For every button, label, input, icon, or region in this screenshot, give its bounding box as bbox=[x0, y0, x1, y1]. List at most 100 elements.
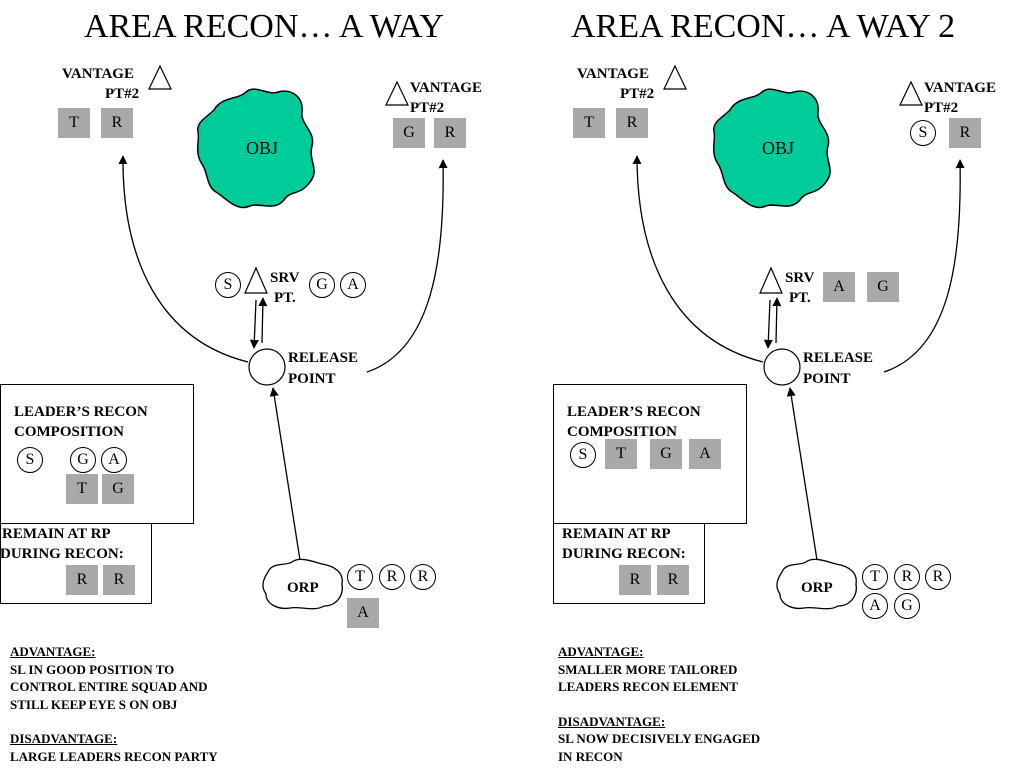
right-orp-element: R bbox=[925, 564, 951, 590]
right-orp-element: T bbox=[862, 564, 888, 590]
left-release-label-1: RELEASE bbox=[288, 350, 359, 366]
right-vantage-b-label-2: PT#2 bbox=[924, 100, 959, 116]
right-advantage-line: LEADERS RECON ELEMENT bbox=[558, 679, 738, 694]
left-orp-label: ORP bbox=[287, 580, 319, 596]
left-leaders-element: A bbox=[101, 447, 127, 473]
right-leaders-element: S bbox=[570, 442, 596, 468]
right-leaders-element: T bbox=[605, 439, 637, 469]
route-orp-to-rp-left bbox=[269, 387, 301, 561]
route-from-srv-right bbox=[772, 297, 782, 344]
release-point-right bbox=[763, 348, 801, 386]
right-orp-element: G bbox=[894, 593, 920, 619]
left-vantage-a-label-2: PT#2 bbox=[105, 86, 140, 102]
left-srv-element: S bbox=[215, 272, 241, 298]
left-notes: ADVANTAGE: SL IN GOOD POSITION TO CONTRO… bbox=[10, 643, 218, 765]
left-srv-label-2: PT. bbox=[274, 290, 296, 306]
left-remain-element: R bbox=[66, 565, 98, 595]
right-title: AREA RECON… A WAY 2 bbox=[571, 8, 956, 45]
right-remain-label-1: REMAIN AT RP bbox=[562, 526, 671, 542]
left-vantage-a-label-1: VANTAGE bbox=[62, 66, 134, 82]
left-leaders-element: G bbox=[102, 474, 134, 504]
right-notes: ADVANTAGE: SMALLER MORE TAILORED LEADERS… bbox=[558, 643, 760, 765]
left-vantage-a-element: R bbox=[101, 108, 133, 138]
left-advantage-line: SL IN GOOD POSITION TO bbox=[10, 661, 175, 677]
right-release-label-1: RELEASE bbox=[803, 350, 874, 366]
left-leaders-label-2: COMPOSITION bbox=[14, 424, 125, 440]
right-vantage-a-label-1: VANTAGE bbox=[577, 66, 649, 82]
right-advantage-heading: ADVANTAGE: bbox=[558, 644, 644, 659]
route-orp-to-rp-right bbox=[786, 387, 818, 561]
srv-triangle-right bbox=[759, 266, 783, 294]
left-advantage-line: STILL KEEP EYE S ON OBJ bbox=[10, 696, 178, 712]
right-panel-graphics bbox=[632, 64, 965, 610]
right-remain-label-2: DURING RECON: bbox=[562, 546, 686, 562]
objective-blob-left bbox=[196, 88, 315, 209]
right-leaders-label-2: COMPOSITION bbox=[567, 424, 678, 440]
route-to-srv-right bbox=[763, 299, 773, 349]
right-vantage-b-element: R bbox=[949, 118, 981, 148]
route-to-vantage-right-a bbox=[632, 155, 764, 363]
left-orp-element: R bbox=[410, 564, 436, 590]
right-remain-element: R bbox=[657, 565, 689, 595]
left-remain-element: R bbox=[103, 565, 135, 595]
left-vantage-a-element: T bbox=[58, 108, 90, 138]
route-to-vantage-left-a bbox=[118, 155, 249, 363]
right-release-label-2: POINT bbox=[803, 371, 851, 387]
route-to-srv-left bbox=[249, 299, 259, 349]
right-leaders-label-1: LEADER’S RECON bbox=[567, 404, 701, 420]
left-orp-element: T bbox=[347, 564, 373, 590]
route-to-vantage-right-b bbox=[883, 159, 965, 373]
left-leaders-element: S bbox=[17, 447, 43, 473]
left-srv-element: G bbox=[309, 272, 335, 298]
vantage-triangle-left-b bbox=[385, 80, 409, 106]
right-objective-label: OBJ bbox=[762, 138, 795, 158]
left-disadvantage-line: LARGE LEADERS RECON PARTY bbox=[10, 748, 218, 764]
right-vantage-a-label-2: PT#2 bbox=[620, 86, 655, 102]
left-vantage-b-label-2: PT#2 bbox=[410, 100, 445, 116]
left-leaders-element: G bbox=[70, 447, 96, 473]
left-orp-element: A bbox=[347, 598, 379, 628]
right-leaders-element: G bbox=[650, 439, 682, 469]
right-advantage-line: SMALLER MORE TAILORED bbox=[558, 661, 738, 677]
left-srv-element: A bbox=[340, 272, 366, 298]
vantage-triangle-right-b bbox=[899, 80, 923, 106]
left-leaders-element: T bbox=[66, 474, 98, 504]
left-remain-label-1: REMAIN AT RP bbox=[2, 526, 111, 542]
right-vantage-a-element: R bbox=[616, 108, 648, 138]
right-disadvantage-line: IN RECON bbox=[558, 748, 623, 764]
left-disadvantage-heading: DISADVANTAGE: bbox=[10, 731, 118, 746]
route-from-srv-left bbox=[258, 297, 268, 344]
orp-shape-right bbox=[776, 558, 857, 610]
left-leaders-label-1: LEADER’S RECON bbox=[14, 404, 148, 420]
left-panel-graphics bbox=[118, 64, 448, 610]
left-advantage-heading: ADVANTAGE: bbox=[10, 644, 96, 659]
objective-blob-right bbox=[712, 88, 831, 209]
right-orp-element: A bbox=[862, 593, 888, 619]
right-orp-element: R bbox=[894, 564, 920, 590]
left-srv-label-1: SRV bbox=[270, 270, 300, 286]
right-disadvantage-heading: DISADVANTAGE: bbox=[558, 713, 666, 729]
right-srv-label-1: SRV bbox=[785, 270, 815, 286]
left-remain-label-2: DURING RECON: bbox=[0, 546, 124, 562]
right-vantage-b-label-1: VANTAGE bbox=[924, 80, 996, 96]
release-point-left bbox=[248, 348, 286, 386]
right-vantage-b-element: S bbox=[910, 120, 936, 146]
left-orp-element: R bbox=[379, 564, 405, 590]
right-srv-label-2: PT. bbox=[789, 290, 811, 306]
vantage-triangle-left-a bbox=[148, 64, 172, 90]
left-advantage-line: CONTROL ENTIRE SQUAD AND bbox=[10, 679, 208, 694]
right-srv-element: A bbox=[823, 272, 855, 302]
right-leaders-element: A bbox=[689, 439, 721, 469]
left-vantage-b-element: G bbox=[393, 118, 425, 148]
right-disadvantage-line: SL NOW DECISIVELY ENGAGED bbox=[558, 731, 761, 746]
right-orp-label: ORP bbox=[801, 580, 833, 596]
left-release-label-2: POINT bbox=[288, 371, 336, 387]
srv-triangle-left bbox=[244, 266, 268, 294]
vantage-triangle-right-a bbox=[663, 64, 687, 90]
right-srv-element: G bbox=[867, 272, 899, 302]
right-remain-element: R bbox=[619, 565, 651, 595]
left-vantage-b-element: R bbox=[434, 118, 466, 148]
orp-shape-left bbox=[262, 558, 343, 610]
right-vantage-a-element: T bbox=[573, 108, 605, 138]
